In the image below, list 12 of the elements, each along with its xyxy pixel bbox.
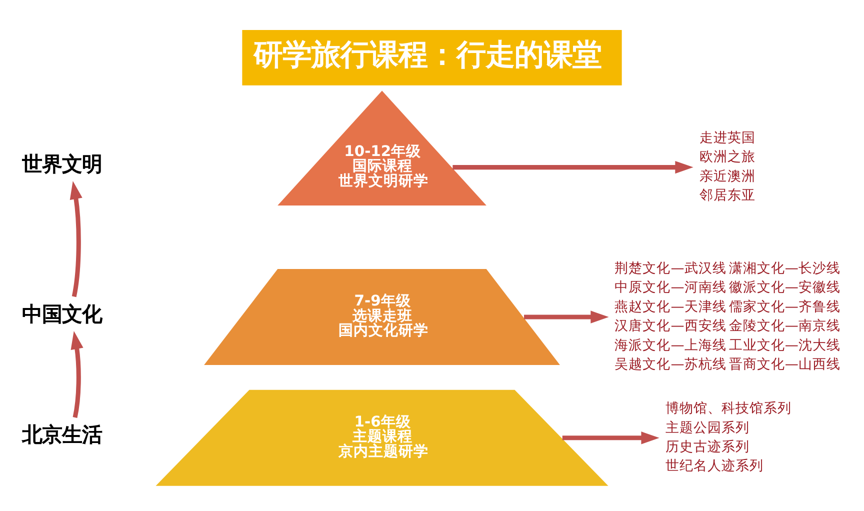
node-text: 博物馆、科技馆系列 主题公园系列 历史古迹系列 世纪名人迹系列 <box>666 400 792 474</box>
node-text: 中国文化 <box>22 301 102 326</box>
arrow <box>452 160 694 174</box>
arrow <box>562 431 660 444</box>
node-text: 走进英国 欧洲之旅 亲近澳洲 邻居东亚 <box>699 130 756 204</box>
arrow <box>70 330 84 418</box>
node-text: 北京生活 <box>22 422 102 446</box>
arrow <box>70 180 82 297</box>
arrow <box>524 310 609 323</box>
node-text: 荆楚文化—武汉线 潇湘文化—长沙线 中原文化—河南线 徽派文化—安徽线 燕赵文化—天津线 儒家文化—齐鲁线 汉唐文化—西安线 金陵文化—南京线 海派文化—上海线 工业文化—沈大线 吴越文化—苏杭线 晋商文化—山西线 <box>614 260 840 372</box>
diagram-title: 研学旅行课程：行走的课堂 <box>253 36 602 71</box>
node-text: 世界文明 <box>22 152 102 176</box>
